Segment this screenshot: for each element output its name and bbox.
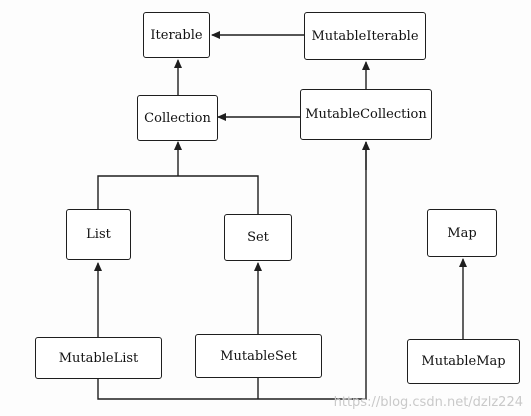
node-list: List (66, 209, 131, 260)
node-mutable-set-label: MutableSet (220, 348, 297, 364)
node-iterable: Iterable (143, 12, 210, 58)
node-map-label: Map (447, 225, 477, 241)
node-mutable-iterable: MutableIterable (304, 12, 426, 60)
node-mutable-collection-label: MutableCollection (305, 107, 427, 122)
watermark-text: https://blog.csdn.net/dzlz224 (333, 395, 523, 410)
node-mutable-list: MutableList (35, 337, 162, 379)
node-mutable-map-label: MutableMap (421, 354, 506, 369)
node-mutable-iterable-label: MutableIterable (311, 28, 419, 44)
node-iterable-label: Iterable (150, 27, 203, 43)
node-mutable-set: MutableSet (195, 334, 322, 378)
edge-mutables-bus (97, 142, 367, 400)
node-mutable-list-label: MutableList (58, 350, 139, 366)
node-collection-label: Collection (144, 110, 211, 126)
node-mutable-collection: MutableCollection (300, 89, 432, 140)
node-list-label: List (86, 227, 111, 242)
node-set: Set (224, 214, 292, 261)
node-mutable-map: MutableMap (407, 339, 520, 384)
node-set-label: Set (247, 230, 269, 245)
node-collection: Collection (137, 95, 218, 141)
node-map: Map (427, 209, 497, 257)
